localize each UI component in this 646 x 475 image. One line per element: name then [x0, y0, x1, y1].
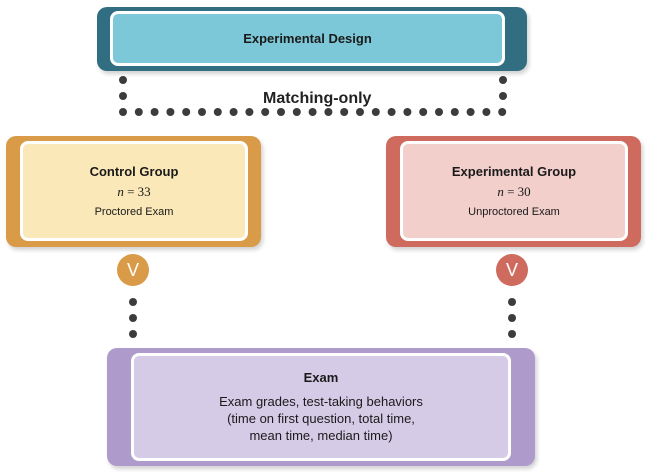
sample-size-symbol: n [117, 184, 124, 199]
connector-dot [450, 108, 459, 116]
experimental-group-condition: Unproctored Exam [468, 206, 560, 218]
connector-dot [508, 298, 516, 306]
connector-dot [356, 108, 364, 116]
connector-dot [119, 76, 127, 84]
connector-dot [198, 108, 206, 116]
experimental-group-sample-size: n = 30 [497, 184, 530, 200]
control-group-box: Control Group n = 33 Proctored Exam [6, 136, 261, 247]
matching-only-label: Matching-only [263, 90, 372, 107]
exam-description-line: (time on first question, total time, [227, 411, 415, 426]
connector-dot [498, 108, 507, 116]
connector-dot [119, 92, 127, 100]
connector-dot [499, 76, 507, 84]
connector-dot [340, 108, 349, 116]
experimental-design-title: Experimental Design [243, 31, 372, 46]
sample-size-value: = 33 [127, 184, 151, 199]
connector-dot [324, 108, 333, 116]
connector-dot [308, 108, 317, 116]
connector-dot [129, 330, 137, 338]
connector-dot [134, 108, 143, 116]
connector-dot [435, 108, 443, 116]
control-group-v-badge: V [117, 254, 149, 286]
connector-dot [499, 92, 507, 100]
experimental-group-v-badge: V [496, 254, 528, 286]
connector-dot [261, 108, 270, 116]
exam-title: Exam [303, 370, 339, 385]
connector-dot [229, 108, 238, 116]
connector-dot [166, 108, 175, 116]
experimental-group-box: Experimental Group n = 30 Unproctored Ex… [386, 136, 641, 247]
exam-description-line: Exam grades, test-taking behaviors [219, 394, 423, 409]
connector-dot [387, 108, 396, 116]
experimental-group-inner: Experimental Group n = 30 Unproctored Ex… [400, 141, 628, 241]
connector-dot [419, 108, 428, 116]
connector-dot [403, 108, 412, 116]
sample-size-symbol: n [497, 184, 504, 199]
connector-dot [466, 108, 475, 116]
connector-dot [129, 298, 137, 306]
exam-box: Exam Exam grades, test-taking behaviors … [107, 348, 535, 466]
connector-dot [277, 108, 285, 116]
experimental-design-box: Experimental Design [97, 7, 527, 71]
connector-dot [508, 330, 516, 338]
connector-dot [129, 314, 137, 322]
connector-dot [482, 108, 491, 116]
control-group-sample-size: n = 33 [117, 184, 150, 200]
exam-description-line: mean time, median time) [249, 428, 393, 443]
connector-dot [508, 314, 516, 322]
control-group-inner: Control Group n = 33 Proctored Exam [20, 141, 248, 241]
connector-dot [245, 108, 254, 116]
connector-dot [292, 108, 301, 116]
connector-dot [213, 108, 222, 116]
connector-dot [150, 108, 159, 116]
sample-size-value: = 30 [507, 184, 531, 199]
connector-dot [119, 108, 127, 116]
connector-dot [371, 108, 380, 116]
connector-dot [182, 108, 191, 116]
exam-inner: Exam Exam grades, test-taking behaviors … [131, 353, 511, 461]
experimental-group-title: Experimental Group [451, 164, 577, 179]
control-group-condition: Proctored Exam [94, 206, 174, 218]
experimental-design-inner: Experimental Design [110, 11, 505, 66]
control-group-title: Control Group [89, 164, 179, 179]
